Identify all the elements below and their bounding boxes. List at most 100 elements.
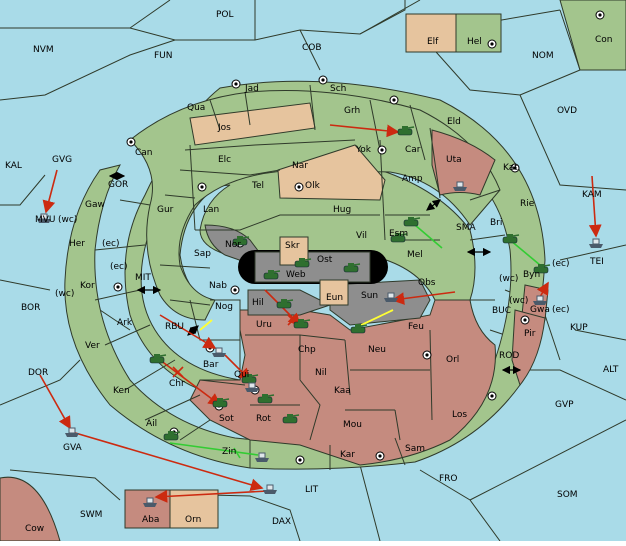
- fleet-unit-icon[interactable]: [37, 213, 51, 223]
- region-label-lan: Lan: [203, 205, 219, 215]
- supply-center-icon: [295, 455, 305, 465]
- region-label-kaa: Kaa: [334, 386, 351, 396]
- region-label-wc4: (wc): [509, 296, 528, 306]
- region-label-ver: Ver: [85, 341, 100, 351]
- region-label-tei: TEI: [589, 257, 604, 267]
- region-label-swm: SWM: [80, 510, 102, 520]
- region-label-can: Can: [135, 148, 153, 158]
- land-borders: [94, 84, 506, 470]
- fleet-unit-icon[interactable]: [212, 347, 226, 357]
- fleet-unit-icon[interactable]: [263, 484, 277, 494]
- army-unit-icon[interactable]: [241, 374, 259, 384]
- army-unit-icon[interactable]: [232, 236, 250, 246]
- army-unit-icon[interactable]: [282, 414, 300, 424]
- region-label-nil: Nil: [315, 368, 327, 378]
- region-label-chr: Chr: [169, 379, 185, 389]
- region-label-sap: Sap: [194, 249, 211, 259]
- region-label-vil: Vil: [356, 231, 367, 241]
- fleet-unit-icon[interactable]: [384, 292, 398, 302]
- region-label-sot: Sot: [219, 414, 234, 424]
- region-label-rbu: RBU: [165, 322, 184, 332]
- region-label-ec1: (ec): [102, 239, 120, 249]
- army-unit-icon[interactable]: [502, 234, 520, 244]
- region-label-lit: LIT: [305, 485, 319, 495]
- region-label-grh: Grh: [344, 106, 360, 116]
- army-unit-icon[interactable]: [294, 258, 312, 268]
- region-label-kat: Kat: [503, 163, 518, 173]
- region-label-amp: Amp: [402, 174, 423, 184]
- fleet-unit-icon[interactable]: [533, 295, 547, 305]
- region-uta[interactable]: [431, 129, 496, 196]
- supply-center-icon: [113, 282, 123, 292]
- region-label-gaw: Gaw: [85, 200, 105, 210]
- region-label-aba: Aba: [142, 515, 159, 525]
- supply-center-icon: [230, 285, 240, 295]
- fleet-unit-icon[interactable]: [589, 238, 603, 248]
- army-unit-icon[interactable]: [397, 126, 415, 136]
- region-label-bar: Bar: [203, 360, 219, 370]
- fleet-unit-icon[interactable]: [245, 382, 259, 392]
- army-unit-icon[interactable]: [149, 354, 167, 364]
- region-label-uru: Uru: [256, 320, 272, 330]
- region-label-dor: DOR: [28, 368, 48, 378]
- region-label-gur: Gur: [157, 205, 174, 215]
- fleet-unit-icon[interactable]: [255, 452, 269, 462]
- order-arrows: [39, 124, 602, 503]
- army-unit-icon[interactable]: [533, 264, 551, 274]
- region-label-wc2: (wc): [499, 274, 518, 284]
- region-label-jad: Jad: [244, 84, 259, 94]
- region-label-kar: Kar: [340, 450, 355, 460]
- region-label-skr: Skr: [285, 241, 300, 251]
- region-label-gor: GOR: [108, 180, 128, 190]
- region-label-bor: BOR: [21, 303, 40, 313]
- region-label-ail: Ail: [146, 419, 157, 429]
- region-label-jos: Jos: [217, 123, 231, 133]
- region-label-hel: Hel: [467, 37, 482, 47]
- region-label-pol: POL: [216, 10, 234, 20]
- region-label-rod: ROD: [499, 351, 519, 361]
- region-label-nor: Nor: [225, 240, 241, 250]
- region-eun[interactable]: [319, 279, 349, 306]
- fleet-unit-icon[interactable]: [143, 497, 157, 507]
- region-label-olk: Olk: [305, 181, 321, 191]
- army-unit-icon[interactable]: [350, 324, 368, 334]
- army-unit-icon[interactable]: [403, 217, 421, 227]
- region-label-sch: Sch: [330, 84, 346, 94]
- army-unit-icon[interactable]: [212, 398, 230, 408]
- red-south-block: [189, 299, 496, 466]
- army-unit-icon[interactable]: [293, 319, 311, 329]
- region-label-mit: MIT: [135, 273, 151, 283]
- region-label-kam: KAM: [582, 190, 602, 200]
- army-unit-icon[interactable]: [263, 270, 281, 280]
- region-label-rie: Rie: [520, 199, 535, 209]
- region-label-tel: Tel: [251, 181, 264, 191]
- fleet-unit-icon[interactable]: [453, 181, 467, 191]
- fleet-unit-icon[interactable]: [65, 427, 79, 437]
- region-label-byn: Byn: [523, 270, 540, 280]
- region-label-zin: Zin: [222, 447, 236, 457]
- army-unit-icon[interactable]: [390, 233, 408, 243]
- army-unit-icon[interactable]: [343, 263, 361, 273]
- region-label-ark: Ark: [117, 318, 133, 328]
- region-label-her: Her: [69, 239, 85, 249]
- region-label-sam: Sam: [405, 444, 425, 454]
- region-label-alt: ALT: [603, 365, 619, 375]
- region-label-mel: Mel: [407, 250, 423, 260]
- region-label-ec3: (ec): [552, 259, 570, 269]
- region-label-fro: FRO: [439, 474, 458, 484]
- region-sun-grey[interactable]: [329, 279, 431, 326]
- region-label-orn: Orn: [185, 515, 201, 525]
- region-label-wc3: (wc): [55, 289, 74, 299]
- region-label-nom: NOM: [532, 51, 554, 61]
- region-label-gwa: Gwa: [530, 305, 550, 315]
- units-layer: [37, 126, 603, 507]
- region-label-hug: Hug: [333, 205, 351, 215]
- army-unit-icon[interactable]: [257, 394, 275, 404]
- army-unit-icon[interactable]: [163, 431, 181, 441]
- army-unit-icon[interactable]: [276, 299, 294, 309]
- region-con[interactable]: [559, 0, 626, 71]
- region-label-buc: BUC: [492, 306, 511, 316]
- region-label-ec4: (ec): [552, 305, 570, 315]
- supply-center-icon: [487, 391, 497, 401]
